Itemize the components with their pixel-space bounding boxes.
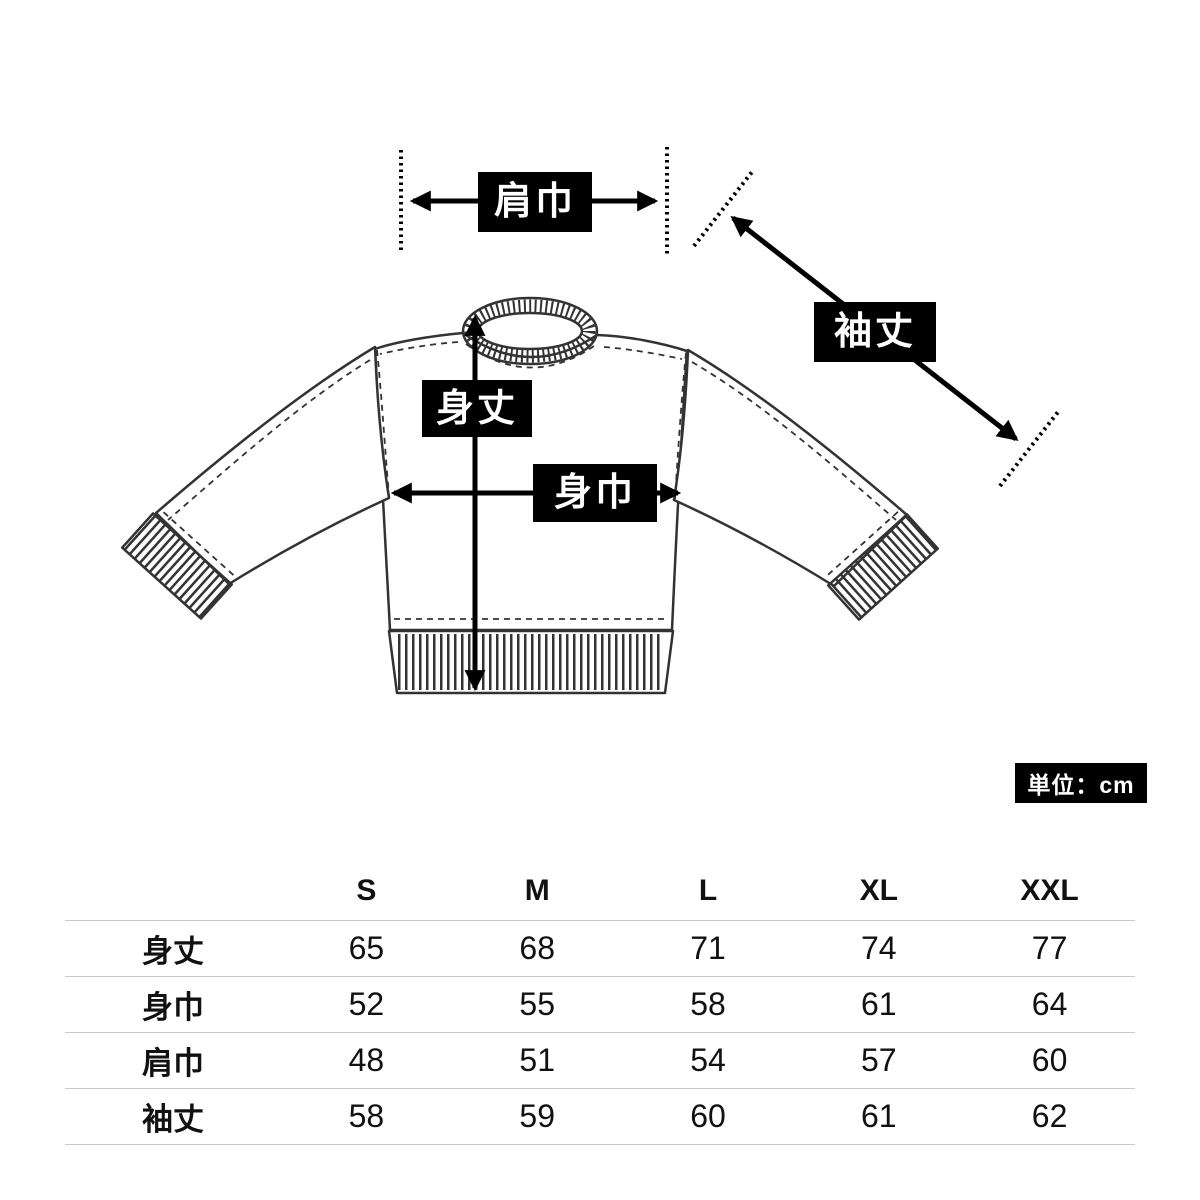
table-cell: 51	[451, 1032, 623, 1089]
sleeve-length-label: 袖丈	[814, 302, 936, 362]
table-cell: 48	[281, 1032, 452, 1089]
size-chart-table: S M L XL XXL 身丈 65 68 71 74 77 身巾 52 55 …	[65, 862, 1135, 1145]
size-column-header-m: M	[451, 862, 623, 921]
size-column-header-l: L	[622, 862, 794, 921]
table-cell: 71	[622, 920, 794, 977]
table-cell: 61	[793, 976, 965, 1033]
table-cell: 52	[281, 976, 452, 1033]
shoulder-width-label: 肩巾	[478, 172, 592, 232]
table-cell: 65	[281, 920, 452, 977]
seam-stitch-lines	[167, 341, 897, 620]
unit-badge: 単位：cm	[1015, 763, 1147, 803]
row-label: 肩巾	[65, 1032, 281, 1089]
table-cell: 59	[451, 1088, 623, 1145]
table-cell: 58	[281, 1088, 452, 1145]
table-row-body-width: 身巾 52 55 58 61 64	[65, 976, 1135, 1033]
size-column-header-s: S	[281, 862, 452, 921]
table-cell: 54	[622, 1032, 794, 1089]
table-row-body-length: 身丈 65 68 71 74 77	[65, 920, 1135, 977]
body-length-label: 身丈	[422, 380, 532, 437]
table-cell: 62	[964, 1088, 1135, 1145]
table-cell: 61	[793, 1088, 965, 1145]
body-width-label: 身巾	[533, 464, 657, 522]
collar	[461, 296, 599, 366]
table-cell: 64	[964, 976, 1135, 1033]
row-label: 身丈	[65, 920, 281, 977]
table-cell: 74	[793, 920, 965, 977]
size-column-header-xl: XL	[793, 862, 965, 921]
table-cell: 68	[451, 920, 623, 977]
size-table-corner	[65, 862, 281, 921]
row-label: 身巾	[65, 976, 281, 1033]
row-label: 袖丈	[65, 1088, 281, 1145]
sleeve-length-guide-bottom	[998, 410, 1060, 488]
sleeve-length-guide-top	[692, 170, 754, 248]
table-cell: 60	[622, 1088, 794, 1145]
size-column-header-xxl: XXL	[964, 862, 1135, 921]
table-cell: 58	[622, 976, 794, 1033]
size-table-header-row: S M L XL XXL	[65, 862, 1135, 921]
left-sleeve-outline	[154, 345, 391, 586]
table-cell: 57	[793, 1032, 965, 1089]
table-row-sleeve-length: 袖丈 58 59 60 61 62	[65, 1088, 1135, 1145]
table-row-shoulder-width: 肩巾 48 51 54 57 60	[65, 1032, 1135, 1089]
left-cuff	[120, 510, 235, 620]
right-cuff	[825, 511, 940, 621]
hem-rib	[387, 629, 675, 695]
table-cell: 55	[451, 976, 623, 1033]
table-cell: 77	[964, 920, 1135, 977]
table-cell: 60	[964, 1032, 1135, 1089]
